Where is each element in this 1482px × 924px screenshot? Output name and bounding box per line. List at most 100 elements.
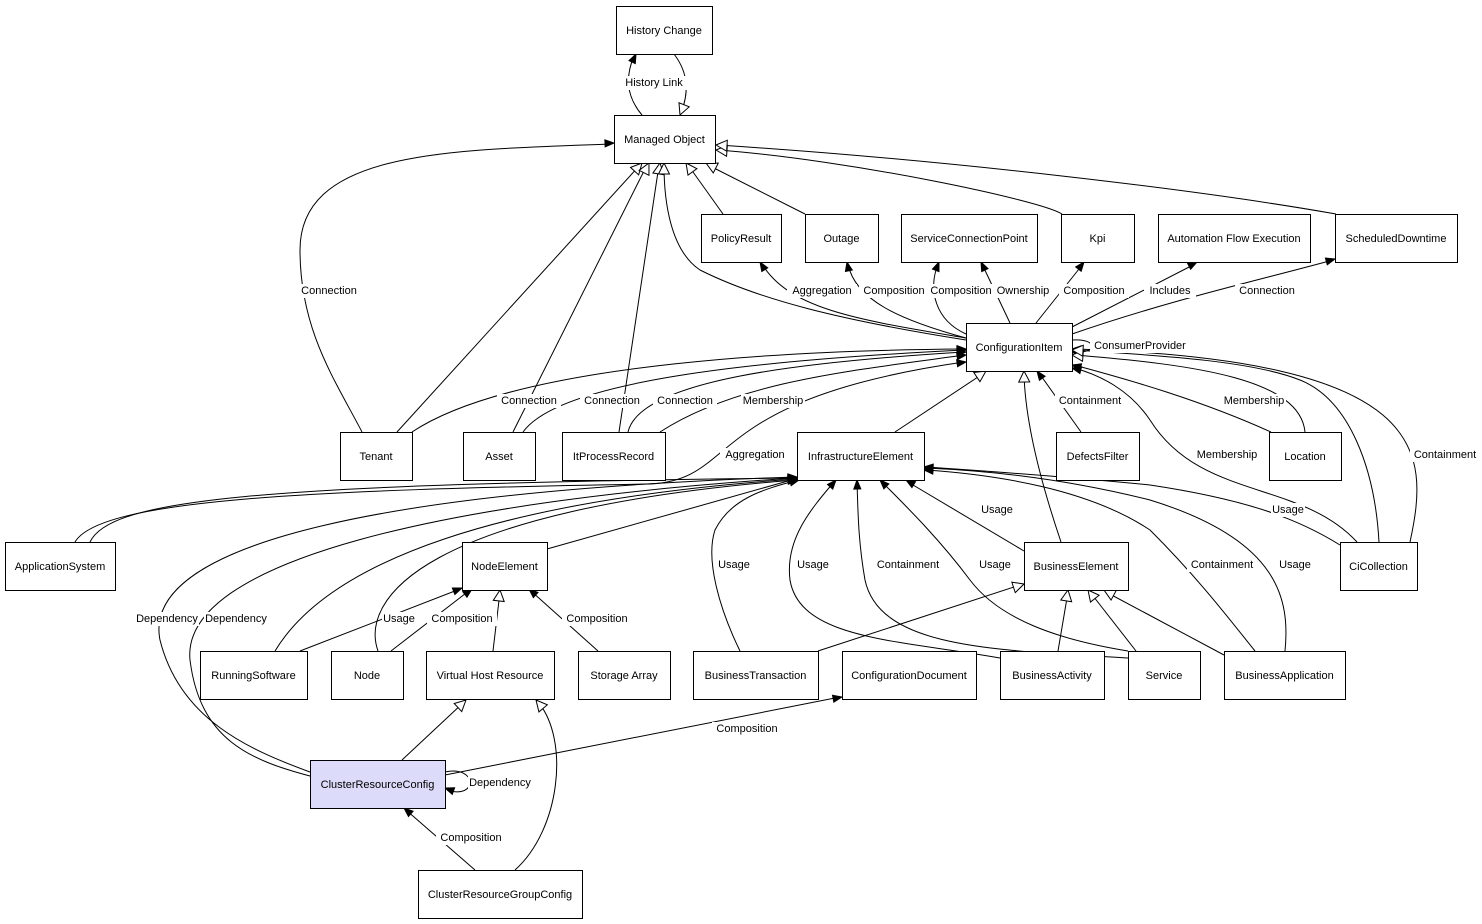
class-node-defects-filter[interactable]: DefectsFilter <box>1056 432 1140 481</box>
edge-label-background <box>580 394 644 408</box>
association-arrowhead-15 <box>1074 260 1085 273</box>
edge-label-background <box>1144 284 1196 298</box>
class-name-label: NodeElement <box>471 561 538 573</box>
inheritance-arrowhead-53 <box>1103 589 1118 602</box>
edge-label-membership: Membership <box>1197 449 1258 461</box>
edge-location-to-configuration-item <box>1073 364 1272 433</box>
edge-business-element-to-infrastructure-element <box>907 481 1025 552</box>
class-node-node-element[interactable]: NodeElement <box>462 542 548 591</box>
association-arrowhead-14 <box>980 260 989 273</box>
class-node-configuration-item[interactable]: ConfigurationItem <box>966 323 1073 372</box>
class-name-label: ServiceConnectionPoint <box>910 233 1027 245</box>
class-node-tenant[interactable]: Tenant <box>340 432 413 481</box>
edge-configuration-item-to-scheduled-downtime <box>1071 259 1334 335</box>
edge-scheduled-downtime-to-managed-object <box>717 144 1337 215</box>
class-node-business-activity[interactable]: BusinessActivity <box>1000 651 1105 700</box>
edge-running-software-to-infrastructure-element <box>274 478 796 652</box>
edge-label-background <box>427 612 497 626</box>
edge-label-background <box>980 503 1014 517</box>
inheritance-arrowhead-54 <box>453 699 467 713</box>
class-node-cluster-resource-group-config[interactable]: ClusterResourceGroupConfig <box>418 870 583 919</box>
edge-tenant-to-managed-object <box>396 164 641 433</box>
class-node-cluster-resource-config[interactable]: ClusterResourceConfig <box>310 760 446 809</box>
class-box <box>1335 214 1458 263</box>
arrowheads-layer <box>402 52 1337 818</box>
class-node-virtual-host-resource[interactable]: Virtual Host Resource <box>426 651 555 700</box>
class-name-label: DefectsFilter <box>1067 451 1129 463</box>
inheritance-arrowhead-48 <box>492 588 505 603</box>
inheritance-arrowhead-50 <box>1011 581 1026 594</box>
class-node-managed-object[interactable]: Managed Object <box>614 115 716 164</box>
association-arrowhead-38 <box>788 478 801 487</box>
class-node-outage[interactable]: Outage <box>805 214 879 263</box>
class-node-infrastructure-element[interactable]: InfrastructureElement <box>797 432 925 481</box>
class-node-policy-result[interactable]: PolicyResult <box>701 214 782 263</box>
class-node-service-connection-point[interactable]: ServiceConnectionPoint <box>901 214 1038 263</box>
edge-label-composition: Composition <box>930 285 991 297</box>
edge-label-composition: Composition <box>1063 285 1124 297</box>
edge-label-background <box>297 284 361 298</box>
edge-business-application-to-infrastructure-element <box>925 469 1256 652</box>
class-node-asset[interactable]: Asset <box>463 432 536 481</box>
class-node-node[interactable]: Node <box>331 651 404 700</box>
class-node-history-change[interactable]: History Change <box>616 6 713 55</box>
class-node-scheduled-downtime[interactable]: ScheduledDowntime <box>1335 214 1458 263</box>
class-node-business-element[interactable]: BusinessElement <box>1024 542 1129 591</box>
association-arrowhead-55 <box>831 694 844 703</box>
inheritance-arrowhead-58 <box>535 699 549 713</box>
class-box <box>701 214 782 263</box>
edge-label-membership: Membership <box>743 395 804 407</box>
edge-label-background <box>204 612 268 626</box>
association-arrowhead-39 <box>826 478 837 490</box>
class-name-label: ConfigurationItem <box>976 342 1063 354</box>
edge-business-transaction-to-business-element <box>817 584 1021 652</box>
edge-label-connection: Connection <box>501 395 557 407</box>
edge-outage-to-managed-object <box>707 164 806 215</box>
edge-label-composition: Composition <box>716 723 777 735</box>
edge-asset-to-managed-object <box>512 164 648 433</box>
class-node-it-process-record[interactable]: ItProcessRecord <box>562 432 666 481</box>
class-box <box>616 6 713 55</box>
edge-tenant-to-configuration-item <box>411 348 965 433</box>
class-node-service[interactable]: Service <box>1128 651 1201 700</box>
inheritance-arrowhead-4 <box>638 162 650 177</box>
edge-label-containment: Containment <box>1059 395 1121 407</box>
class-node-automation-flow-execution[interactable]: Automation Flow Execution <box>1158 214 1311 263</box>
class-box <box>1128 651 1201 700</box>
class-node-kpi[interactable]: Kpi <box>1061 214 1135 263</box>
edge-label-background <box>436 831 506 845</box>
class-box <box>462 542 548 591</box>
association-arrowhead-57 <box>402 807 414 818</box>
edge-label-background <box>1271 503 1305 517</box>
association-arrowhead-23 <box>955 359 968 368</box>
edge-label-background <box>616 76 692 90</box>
inheritance-arrowhead-1 <box>678 101 691 117</box>
class-node-business-transaction[interactable]: BusinessTransaction <box>693 651 819 700</box>
inheritance-arrowhead-52 <box>1087 589 1101 603</box>
edge-label-composition: Composition <box>431 613 492 625</box>
class-box <box>1158 214 1311 263</box>
class-node-running-software[interactable]: RunningSoftware <box>200 651 308 700</box>
class-node-application-system[interactable]: ApplicationSystem <box>5 542 116 591</box>
class-node-business-application[interactable]: BusinessApplication <box>1224 651 1346 700</box>
class-name-label: Outage <box>823 233 859 245</box>
class-node-configuration-document[interactable]: ConfigurationDocument <box>842 651 977 700</box>
edge-business-application-to-infrastructure-element <box>925 467 1287 652</box>
class-node-storage-array[interactable]: Storage Array <box>578 651 671 700</box>
edge-label-composition: Composition <box>566 613 627 625</box>
class-name-label: Location <box>1284 451 1326 463</box>
inheritance-arrowhead-26 <box>1017 369 1031 383</box>
class-node-location[interactable]: Location <box>1269 432 1342 481</box>
class-node-ci-collection[interactable]: CiCollection <box>1340 542 1418 591</box>
inheritance-arrowhead-31 <box>1070 344 1084 358</box>
edge-label-containment: Containment <box>1414 449 1476 461</box>
association-arrowhead-42 <box>904 479 917 489</box>
class-name-label: PolicyResult <box>711 233 772 245</box>
edge-configuration-item-to-managed-object <box>663 164 967 341</box>
class-name-label: BusinessElement <box>1034 561 1119 573</box>
edge-label-background <box>497 394 561 408</box>
edge-label-ownership: Ownership <box>997 285 1050 297</box>
edge-label-background <box>1235 284 1299 298</box>
class-box <box>1269 432 1342 481</box>
